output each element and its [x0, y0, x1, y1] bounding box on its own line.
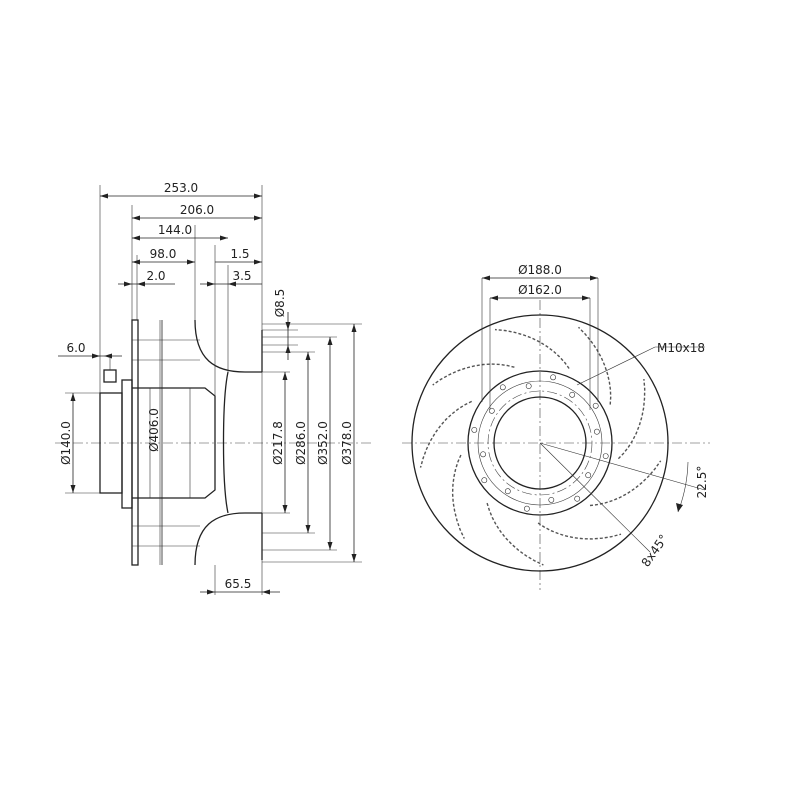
pattern-8x45: 8x45° [639, 532, 671, 570]
blade-path [577, 326, 612, 405]
flange-ring [477, 380, 603, 506]
bolt-hole [569, 391, 576, 398]
back-plate [131, 319, 139, 566]
blade-path [617, 378, 646, 460]
dim-3-5: 3.5 [232, 269, 251, 283]
bolt-hole [594, 428, 600, 435]
bolt-hole [585, 472, 592, 479]
blade-path [451, 454, 465, 539]
bolt-holes [471, 374, 609, 512]
bolt-hole [499, 384, 506, 391]
blade-path [589, 460, 662, 507]
blade-path [432, 363, 515, 386]
bolt-hole [524, 505, 530, 512]
bolt-hole [488, 407, 495, 414]
bolt-hole [574, 495, 581, 502]
inlet-bore [493, 396, 587, 490]
dim-352: Ø352.0 [316, 421, 330, 465]
dim-8-5: Ø8.5 [273, 289, 287, 318]
bolt-hole [480, 451, 486, 458]
dim-6: 6.0 [66, 341, 85, 355]
front-view: Ø188.0 Ø162.0 M10x18 22.5° 8x45° [402, 263, 710, 590]
dim-253: 253.0 [164, 181, 198, 195]
angle-22-5: 22.5° [695, 466, 709, 499]
dim-286: Ø286.0 [294, 421, 308, 465]
dim-65-5: 65.5 [225, 577, 252, 591]
dim-406: Ø406.0 [147, 408, 161, 452]
dim-1-5: 1.5 [230, 247, 249, 261]
bolt-hole [504, 488, 511, 495]
dim-206: 206.0 [180, 203, 214, 217]
dim-144: 144.0 [158, 223, 192, 237]
flange-outer [467, 370, 613, 516]
angle-ray [539, 442, 706, 491]
blade-path [494, 328, 570, 369]
bolt-hole [525, 383, 532, 389]
dim-98: 98.0 [150, 247, 177, 261]
bolt-hole [471, 426, 478, 433]
blade-path [537, 522, 622, 540]
pattern-ray [539, 442, 651, 553]
terminal-box [103, 369, 117, 383]
bolt-hole [550, 374, 556, 381]
shroud-top [194, 319, 262, 373]
motor-flange [121, 379, 133, 509]
thread-leader [576, 346, 656, 386]
dim-140: Ø140.0 [59, 421, 73, 465]
bolt-hole [481, 477, 488, 484]
blade-path [486, 502, 544, 566]
motor-body [132, 387, 216, 499]
blade-path [419, 400, 473, 468]
dim-188: Ø188.0 [518, 263, 562, 277]
thread-spec: M10x18 [657, 341, 705, 355]
dim-378: Ø378.0 [340, 421, 354, 465]
dim-2: 2.0 [146, 269, 165, 283]
bolt-hole [548, 496, 555, 503]
dim-162: Ø162.0 [518, 283, 562, 297]
shroud-bottom [194, 512, 262, 566]
dim-217: Ø217.8 [271, 421, 285, 465]
blade-paths [419, 326, 662, 566]
bolt-hole [602, 453, 609, 459]
inlet-ring [222, 371, 229, 514]
outer-circle [411, 314, 669, 572]
bolt-circle [487, 390, 593, 496]
bolt-hole [592, 402, 599, 409]
side-view: 253.0 206.0 144.0 98.0 2.0 1.5 3.5 6.0 [55, 181, 372, 595]
